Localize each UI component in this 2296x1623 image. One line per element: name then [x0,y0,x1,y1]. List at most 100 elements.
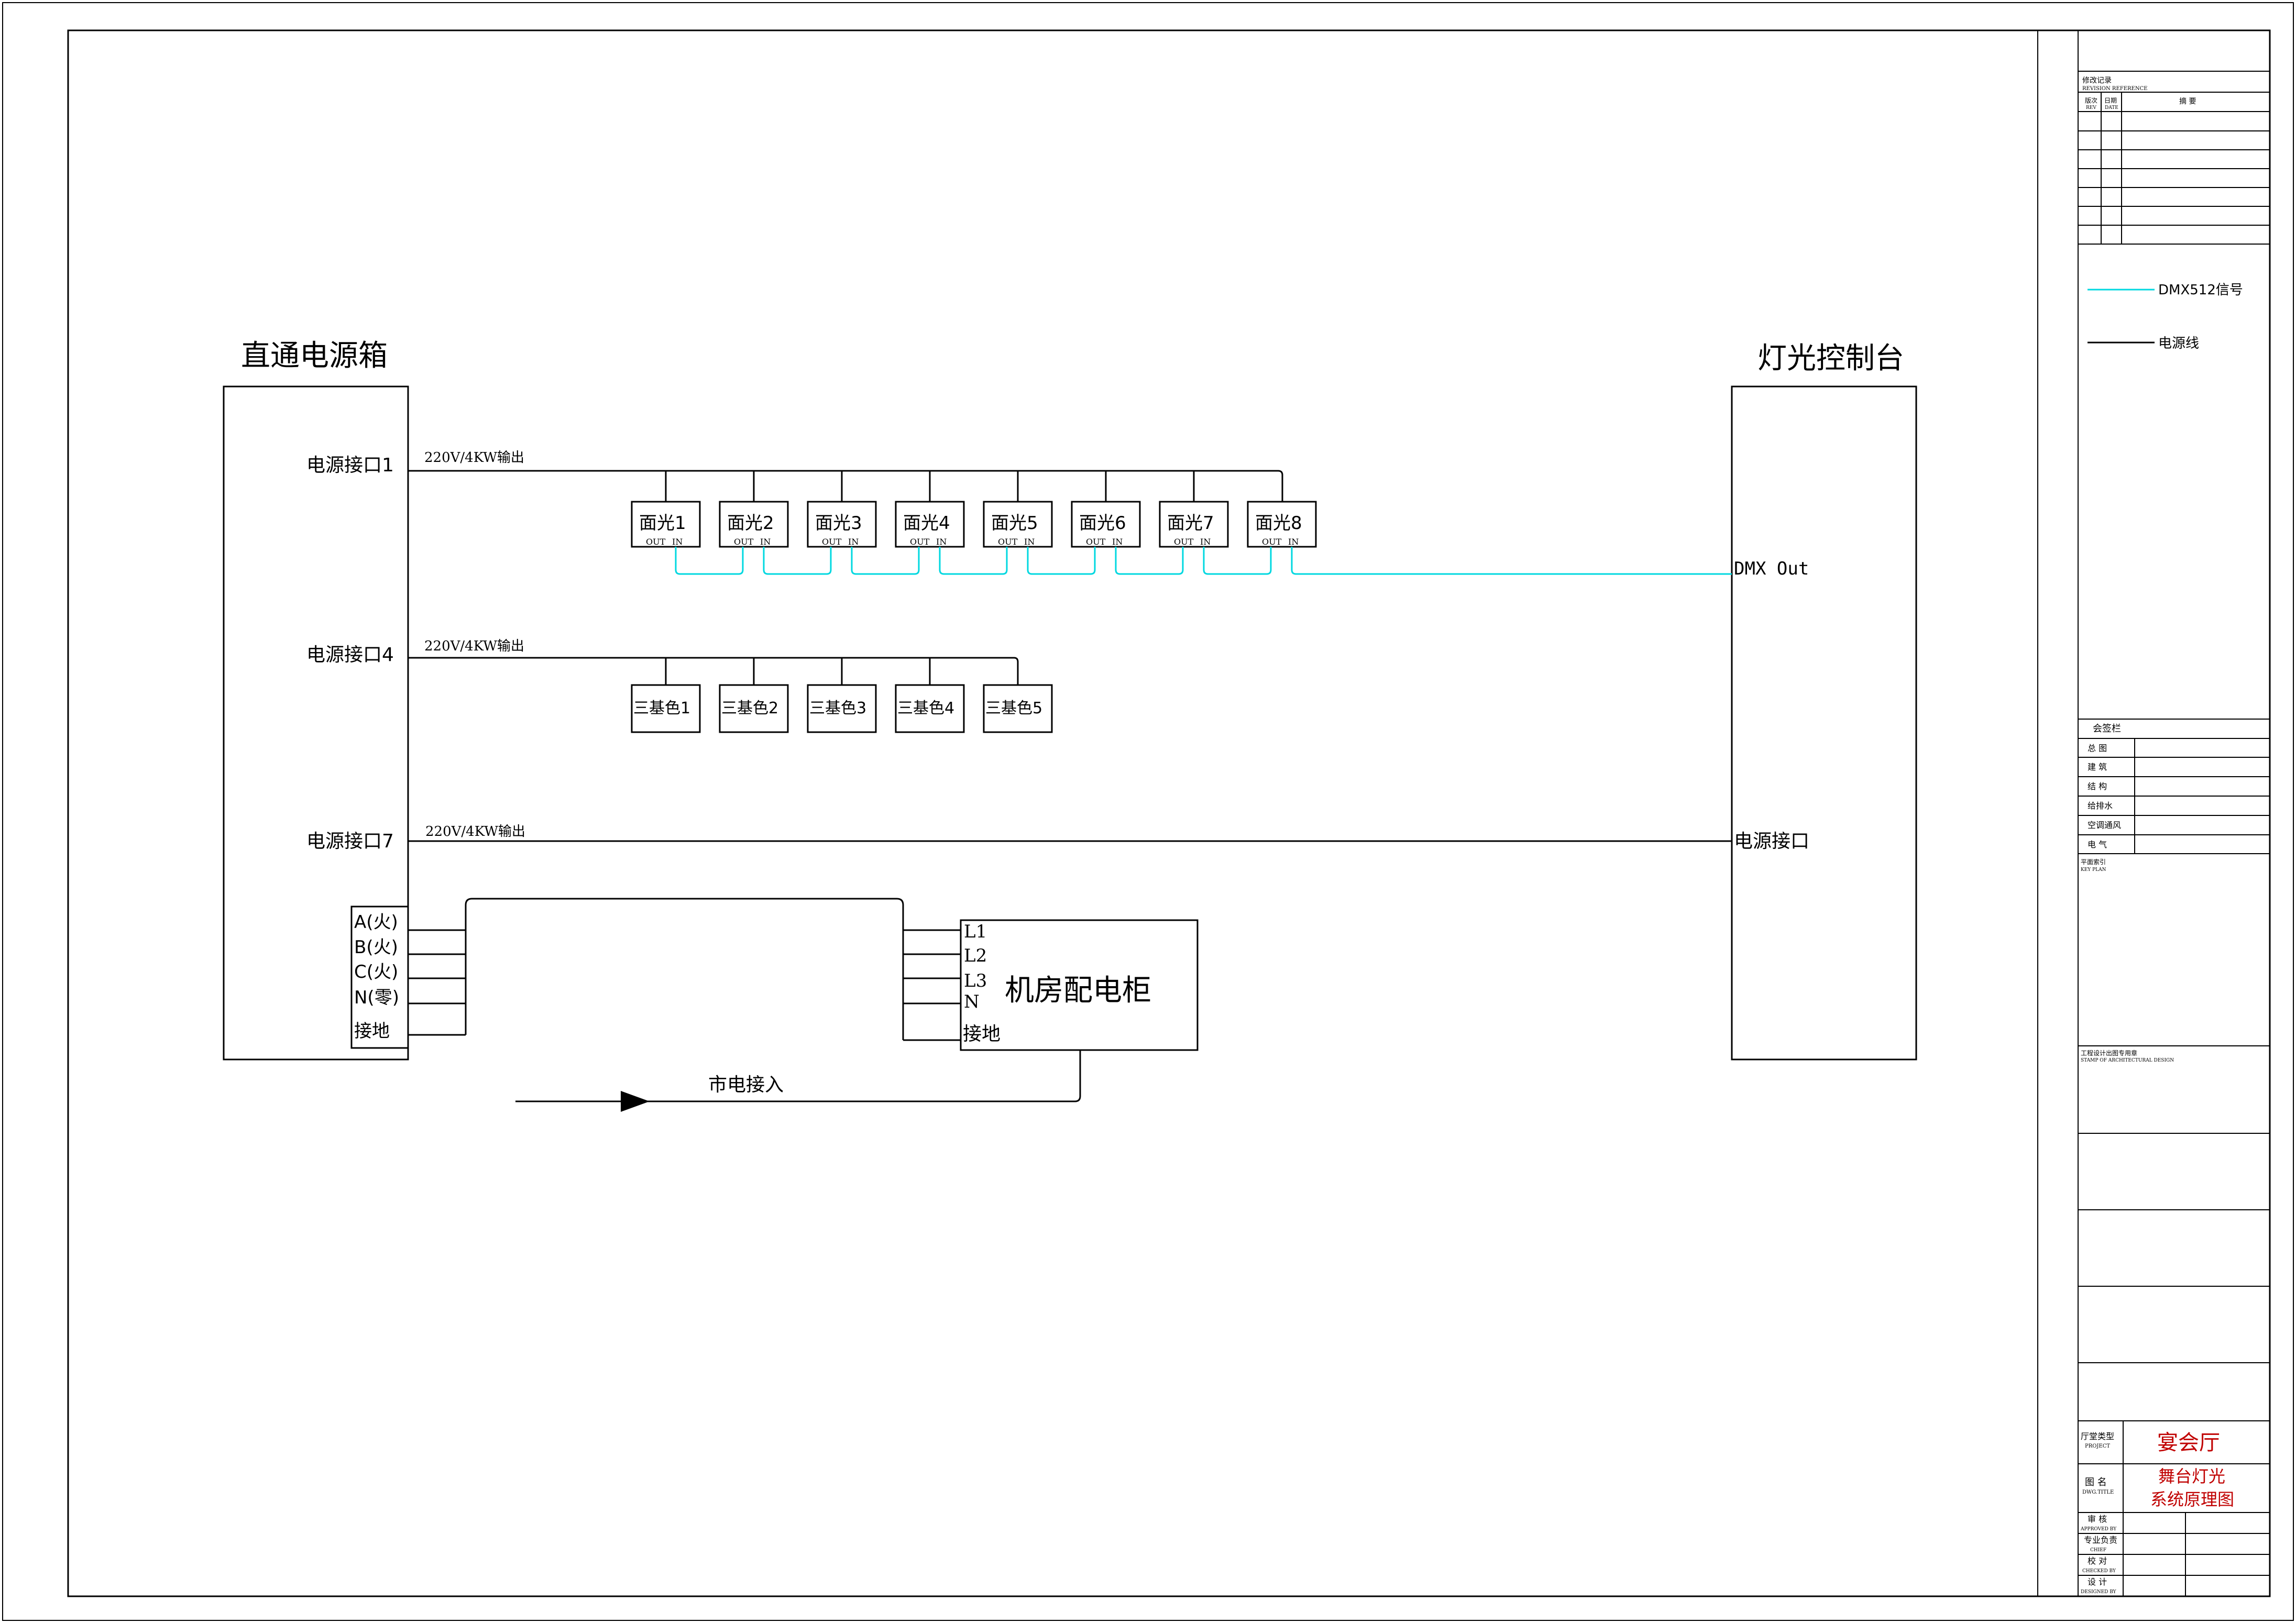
legend-dmx-label: DMX512信号 [2158,282,2243,298]
face-light-5: 面光5 OUT IN [983,501,1053,548]
date-col-en: DATE [2105,105,2118,111]
phase-label: N(零) [354,987,399,1008]
mains-label: 市电接入 [708,1074,784,1096]
face-light-drops [665,471,1195,502]
drawing-label: 图 名 [2085,1477,2107,1488]
in-label: IN [1288,537,1299,547]
power-box-title: 直通电源箱 [241,339,388,373]
sign-row: 结 构 [2088,781,2107,791]
cabinet-terminal: L2 [964,945,987,966]
cabinet-terminal: L1 [964,921,987,942]
out-label: OUT [646,537,666,547]
face-light-8: 面光8 OUT IN [1247,501,1317,548]
port4-label: 电源接口4 [306,644,394,666]
sheet-inner-border [67,29,2271,1597]
out-label: OUT [734,537,754,547]
output-label-4: 220V/4KW输出 [424,638,524,654]
in-label: IN [1024,537,1035,547]
project-label-en: PROJECT [2085,1443,2110,1449]
out-label: OUT [1086,537,1106,547]
rgb-light-1: 三基色1 [631,684,701,733]
rgb-light-label: 三基色1 [633,699,690,717]
sign-title: 会签栏 [2093,723,2121,734]
revision-title-en: REVISION REFERENCE [2082,86,2148,92]
face-light-6: 面光6 OUT IN [1071,501,1141,548]
face-light-label: 面光8 [1255,513,1302,534]
phase-label: 接地 [354,1021,390,1042]
rgb-light-label: 三基色2 [721,699,778,717]
lighting-console [1731,385,1917,1061]
cabinet-terminal: N [964,991,980,1012]
cabinet-name: 机房配电柜 [1005,974,1151,1008]
sign-row: 给排水 [2088,801,2113,811]
drawing-value-line1: 舞台灯光 [2158,1466,2225,1486]
face-light-7: 面光7 OUT IN [1159,501,1229,548]
out-label: OUT [998,537,1018,547]
phase-label: B(火) [354,937,398,958]
phase-terminal-block [350,906,409,1049]
in-label: IN [760,537,771,547]
in-label: IN [672,537,683,547]
out-label: OUT [1174,537,1194,547]
face-light-label: 面光3 [815,513,862,534]
power-box [223,385,409,1061]
approved-label: 审 核 [2088,1514,2107,1524]
in-label: IN [936,537,947,547]
in-label: IN [1200,537,1211,547]
mains-line [515,1050,1081,1102]
console-power-port: 电源接口 [1734,831,1809,852]
mains-arrow [621,1091,650,1112]
checked-label: 校 对 [2088,1556,2107,1566]
sign-row: 电 气 [2088,840,2107,849]
sign-row: 总 图 [2088,743,2107,753]
date-col: 日期 [2104,97,2117,104]
in-label: IN [848,537,859,547]
rev-col: 版次 [2085,97,2097,104]
key-plan-label-en: KEY PLAN [2081,867,2106,873]
revision-title: 修改记录 [2082,76,2112,85]
console-title: 灯光控制台 [1757,341,1904,376]
console-dmx-out: DMX Out [1734,558,1809,579]
port1-label: 电源接口1 [306,455,394,476]
designed-label-en: DESIGNED BY [2081,1589,2117,1595]
face-light-label: 面光6 [1079,513,1126,534]
face-light-label: 面光5 [991,513,1038,534]
cabinet-terminal: L3 [964,970,987,991]
title-block: 修改记录 REVISION REFERENCE 版次 REV 日期 DATE 摘… [2037,30,2270,1596]
power-line-port1 [408,470,1283,502]
distribution-cabinet [960,919,1199,1051]
phase-leads [408,898,961,1041]
rgb-light-drops [665,658,931,685]
chief-label: 专业负责 [2084,1535,2117,1545]
project-label: 厅堂类型 [2081,1431,2114,1441]
sign-row: 建 筑 [2088,762,2107,772]
chief-label-en: CHIEF [2090,1548,2106,1553]
remark-col: 摘 要 [2179,97,2196,106]
rgb-light-5: 三基色5 [983,684,1053,733]
rev-col-en: REV [2086,105,2096,111]
face-light-label: 面光2 [727,513,774,534]
project-value: 宴会厅 [2157,1431,2220,1455]
legend-power-label: 电源线 [2158,336,2199,351]
stamp-label: 工程设计出图专用章 [2081,1049,2137,1057]
face-light-2: 面光2 OUT IN [719,501,789,548]
rgb-light-label: 三基色5 [985,699,1042,717]
approved-label-en: APPROVED BY [2080,1527,2117,1532]
out-label: OUT [822,537,842,547]
face-light-3: 面光3 OUT IN [807,501,877,548]
rgb-light-4: 三基色4 [895,684,965,733]
out-label: OUT [910,537,930,547]
in-label: IN [1112,537,1123,547]
rgb-light-label: 三基色3 [809,699,866,717]
face-light-label: 面光7 [1167,513,1214,534]
cabinet-terminal: 接地 [963,1023,1001,1045]
face-light-4: 面光4 OUT IN [895,501,965,548]
drawing-label-en: DWG.TITLE [2082,1489,2114,1495]
out-label: OUT [1262,537,1282,547]
key-plan-label: 平面索引 [2081,858,2106,866]
rgb-light-label: 三基色4 [897,699,954,717]
rgb-light-3: 三基色3 [807,684,877,733]
dmx-signal-chain [675,547,1732,575]
phase-label: A(火) [354,912,398,933]
